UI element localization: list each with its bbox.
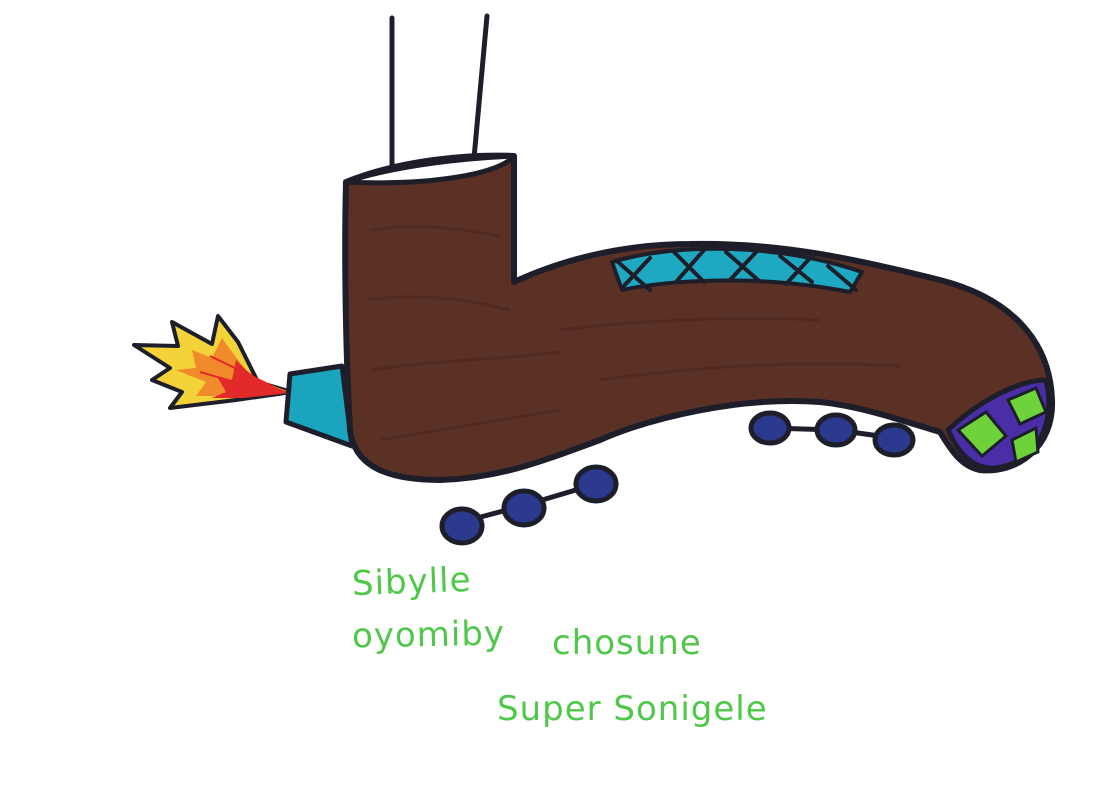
caption-name: Sibylle [351,559,473,605]
wheel [748,410,792,446]
laces [616,248,858,292]
flame-icon [132,314,294,410]
antenna-rods [389,13,490,191]
wheel [501,488,547,528]
boot-texture [367,225,901,442]
caption-line-2: oyomiby [351,613,506,657]
caption-line-3: chosune [552,623,702,663]
wheel [872,422,916,458]
boot-body [342,152,1056,483]
toe-cap [945,377,1052,471]
caption-title: Super Sonigele [497,689,768,729]
wheel [439,506,485,546]
wheel [573,464,619,504]
wheels [439,410,916,546]
exhaust-nozzle [283,363,355,449]
wheel [814,412,858,448]
boot-opening [343,153,517,186]
